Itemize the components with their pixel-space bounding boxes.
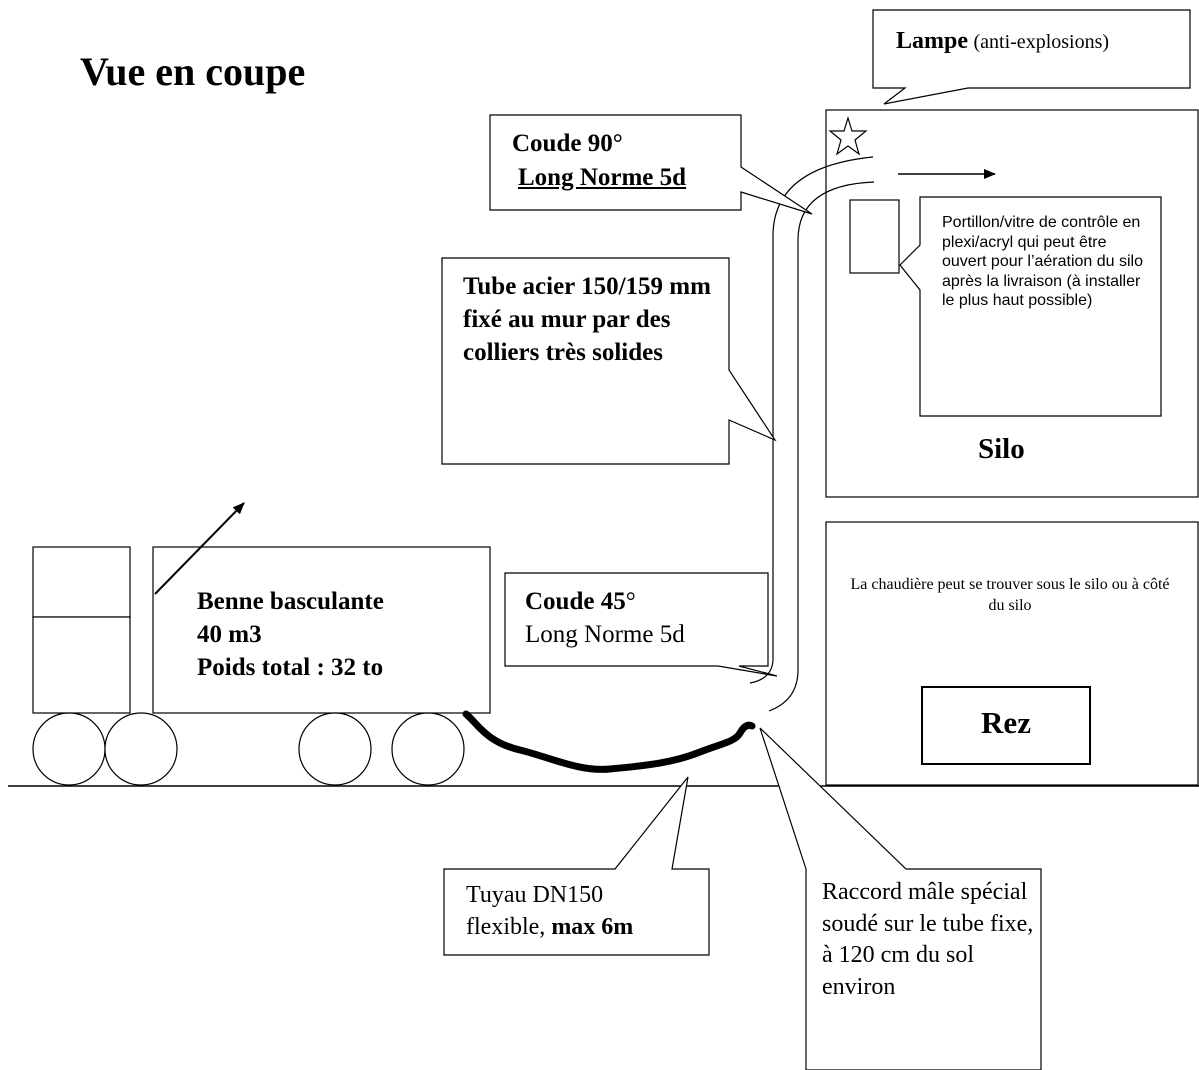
elbow45-degree: ° — [625, 588, 636, 615]
truck-wheel-1 — [32, 712, 106, 786]
lamp-label-rest: (anti-explosions) — [973, 31, 1110, 53]
elbow45-label: Coude 45° Long Norme 5d — [525, 585, 685, 651]
coupling-label: Raccord mâle spécial soudé sur le tube f… — [822, 879, 1034, 1000]
rez-label: Rez — [981, 705, 1031, 740]
flexible-hose — [462, 710, 756, 773]
elbow45-bold: Coude 45 — [525, 588, 626, 615]
hatch-callout — [899, 196, 1162, 417]
truck-line1: Benne basculante — [197, 588, 384, 615]
lamp-star-icon — [828, 115, 868, 156]
lamp-label-bold: Lampe — [896, 28, 968, 54]
silo-label: Silo — [978, 433, 1025, 465]
truck-wheel-3 — [298, 712, 372, 786]
truck-cab-lower — [32, 616, 131, 714]
hose-line2-plain: flexible, — [466, 914, 552, 940]
steel-tube-inner — [768, 181, 875, 712]
elbow45-callout — [504, 572, 778, 677]
steel-tube-outer — [749, 156, 874, 684]
truck-label: Benne basculante 40 m3 Poids total : 32 … — [197, 585, 384, 684]
lamp-callout — [872, 9, 1191, 105]
truck-wheel-4 — [391, 712, 465, 786]
elbow90-line1: Coude 90° — [512, 130, 623, 157]
tipping-arrow — [154, 502, 245, 595]
tube-label: Tube acier 150/159 mm fixé au mur par de… — [463, 273, 711, 366]
truck-wheel-2 — [104, 712, 178, 786]
truck-dump-body — [152, 546, 491, 714]
elbow90-callout-shape — [489, 114, 813, 215]
hatch-window — [849, 199, 900, 274]
diagram-title: Vue en coupe — [80, 49, 306, 94]
coupling-callout — [759, 727, 1042, 1070]
elbow90-line2: Long Norme 5d — [518, 164, 687, 191]
hose-label: Tuyau DN150 flexible, max 6m — [466, 879, 633, 943]
elbow45-line2: Long Norme 5d — [525, 621, 685, 648]
boiler-label: La chaudière peut se trouver sous le sil… — [850, 576, 1170, 614]
truck-cab-upper — [32, 546, 131, 618]
elbow45-line1: Coude 45° — [525, 585, 685, 618]
rez-box — [921, 686, 1091, 765]
hose-line2: flexible, max 6m — [466, 911, 633, 943]
truck-line2: 40 m3 — [197, 621, 262, 648]
truck-line3: Poids total : 32 to — [197, 654, 384, 681]
hose-line1: Tuyau DN150 — [466, 882, 604, 908]
tube-callout — [441, 257, 777, 465]
hatch-label: Portillon/vitre de contrôle en plexi/acr… — [942, 214, 1144, 309]
hose-line2-bold: max 6m — [551, 914, 634, 940]
hose-callout — [443, 776, 710, 956]
lamp-label: Lampe (anti-explosions) — [896, 28, 1109, 55]
elbow90-label: Coude 90° Long Norme 5d — [512, 127, 686, 195]
